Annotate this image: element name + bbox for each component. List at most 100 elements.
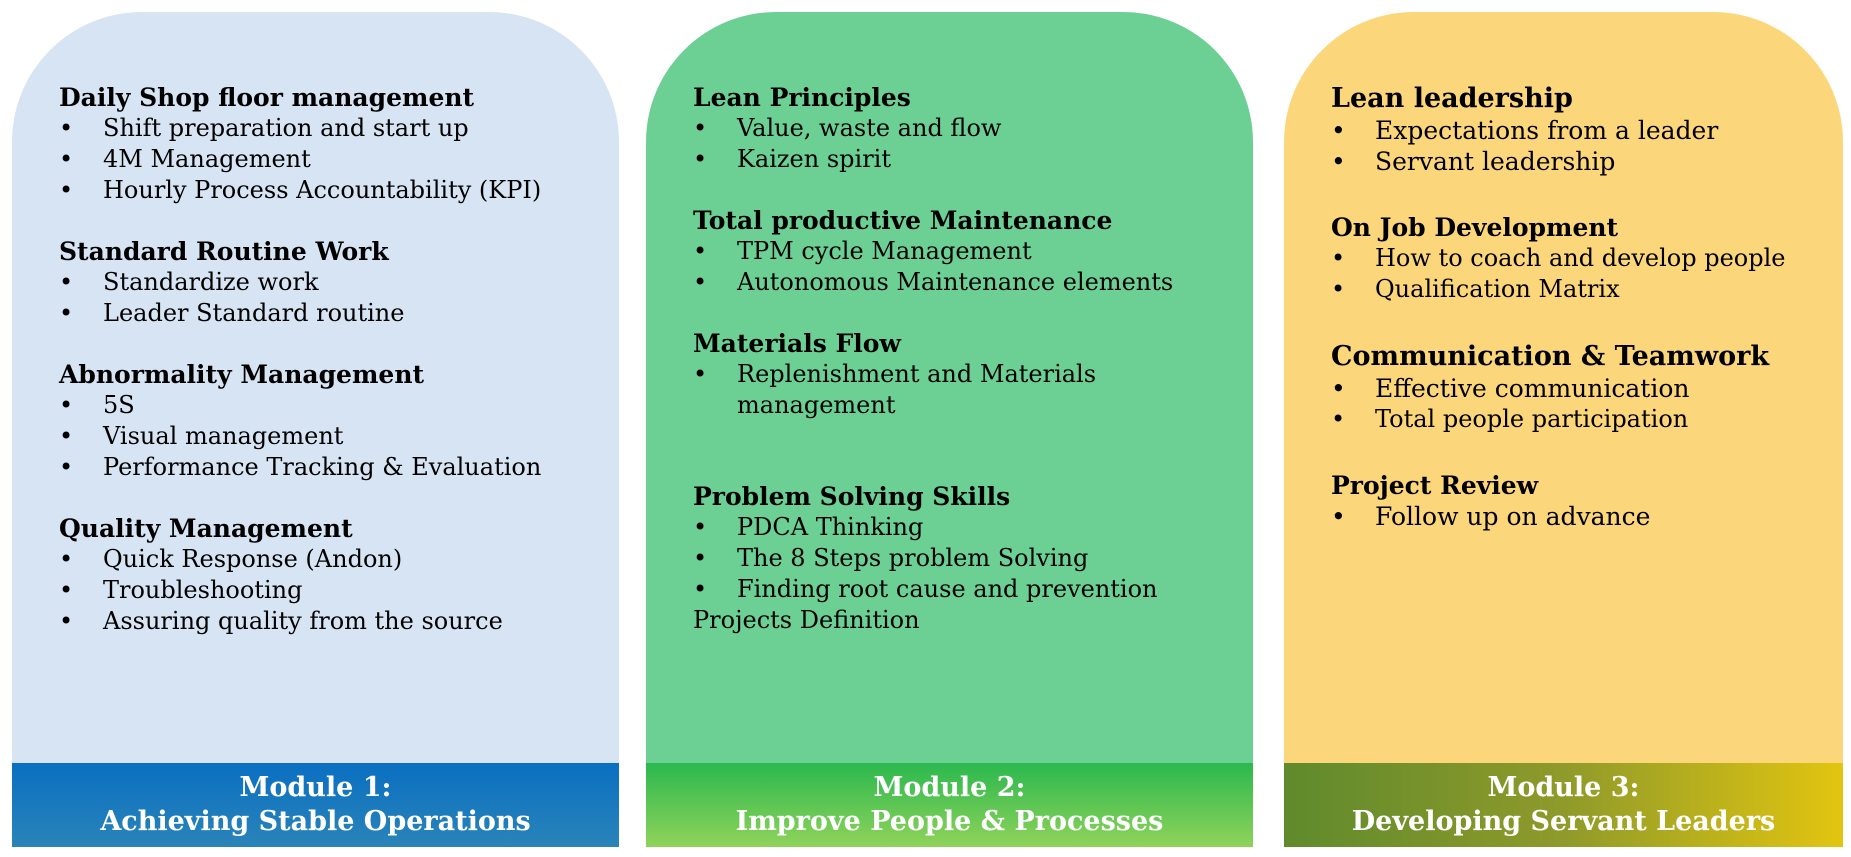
bullet-icon: • bbox=[59, 114, 74, 142]
section-title: On Job Development bbox=[1331, 213, 1619, 242]
module-2-title: Improve People & Processes bbox=[735, 806, 1164, 837]
list-item-text: Servant leadership bbox=[1375, 147, 1616, 176]
bullet-icon: • bbox=[1331, 116, 1346, 145]
bullet-list: •How to coach and develop people •Qualif… bbox=[1331, 243, 1833, 305]
module-1-number: Module 1: bbox=[239, 772, 392, 803]
bullet-icon: • bbox=[59, 176, 74, 204]
list-item: •Effective communication bbox=[1331, 373, 1833, 404]
list-item-text: Performance Tracking & Evaluation bbox=[103, 453, 542, 481]
list-item: • PDCA Thinking bbox=[693, 512, 1243, 543]
module-3-footer: Module 3: Developing Servant Leaders bbox=[1284, 763, 1843, 847]
module-3-content: Lean leadership •Expectations from a lea… bbox=[1331, 82, 1833, 532]
module-2-body: Lean Principles •Value, waste and flow •… bbox=[646, 12, 1253, 764]
module-3-number: Module 3: bbox=[1487, 772, 1640, 803]
list-item-text: 5S bbox=[103, 391, 135, 419]
section-quality-management: Quality Management •Quick Response (Ando… bbox=[59, 513, 609, 637]
list-item-text: Replenishment and Materials management bbox=[737, 360, 1097, 419]
list-item-text: Expectations from a leader bbox=[1375, 116, 1719, 145]
bullet-icon: • bbox=[1331, 147, 1346, 176]
list-item: •Finding root cause and prevention bbox=[693, 574, 1243, 605]
list-item-text: Assuring quality from the source bbox=[103, 607, 503, 635]
list-item: • Leader Standard routine bbox=[59, 298, 609, 329]
bullet-list: • PDCA Thinking • The 8 Steps problem Solv… bbox=[693, 512, 1243, 605]
list-item-text: PDCA Thinking bbox=[737, 513, 924, 541]
bullet-list: •Follow up on advance bbox=[1331, 501, 1833, 532]
list-item-text: Shift preparation and start up bbox=[103, 114, 469, 142]
list-item: • Servant leadership bbox=[1331, 146, 1833, 177]
bullet-list: • Expectations from a leader • Servant lea… bbox=[1331, 115, 1833, 177]
list-item: •Value, waste and flow bbox=[693, 113, 1243, 144]
module-2-footer: Module 2: Improve People & Processes bbox=[646, 763, 1253, 847]
list-item-text: Leader Standard routine bbox=[103, 299, 405, 327]
bullet-icon: • bbox=[59, 422, 74, 450]
list-item: •How to coach and develop people bbox=[1331, 243, 1833, 274]
list-item-text: TPM cycle Management bbox=[737, 237, 1032, 265]
module-1-content: Daily Shop floor management • Shift prepa… bbox=[59, 82, 609, 637]
bullet-icon: • bbox=[59, 545, 74, 573]
bullet-icon: • bbox=[693, 268, 708, 296]
list-item-text: Hourly Process Accountability (KPI) bbox=[103, 176, 542, 204]
list-item: •TPM cycle Management bbox=[693, 236, 1243, 267]
module-3-card: Lean leadership •Expectations from a lea… bbox=[1284, 12, 1843, 847]
bullet-icon: • bbox=[59, 145, 74, 173]
list-item-text: Value, waste and flow bbox=[737, 114, 1002, 142]
section-daily-shop-floor-management: Daily Shop floor management • Shift prepa… bbox=[59, 82, 609, 206]
module-1-body: Daily Shop floor management • Shift prepa… bbox=[12, 12, 619, 764]
bullet-icon: • bbox=[59, 299, 74, 327]
section-total-productive-maintenance: Total productive Maintenance •TPM cycle … bbox=[693, 205, 1243, 298]
list-item-text: Kaizen spirit bbox=[737, 145, 891, 173]
list-item-text: Autonomous Maintenance elements bbox=[737, 268, 1174, 296]
module-1-title: Achieving Stable Operations bbox=[100, 806, 531, 837]
bullet-icon: • bbox=[693, 513, 708, 541]
bullet-icon: • bbox=[59, 576, 74, 604]
module-3-body: Lean leadership •Expectations from a lea… bbox=[1284, 12, 1843, 764]
list-item: • Performance Tracking & Evaluation bbox=[59, 452, 609, 483]
list-item-text: Visual management bbox=[103, 422, 344, 450]
bullet-icon: • bbox=[693, 544, 708, 572]
section-lean-principles: Lean Principles •Value, waste and flow •… bbox=[693, 82, 1243, 175]
bullet-icon: • bbox=[693, 360, 708, 388]
list-item: • The 8 Steps problem Solving bbox=[693, 543, 1243, 574]
list-item: •Total people participation bbox=[1331, 404, 1833, 435]
list-item: • Assuring quality from the source bbox=[59, 606, 609, 637]
list-item: • Quick Response (Andon) bbox=[59, 544, 609, 575]
bullet-icon: • bbox=[59, 391, 74, 419]
list-item: • Expectations from a leader bbox=[1331, 115, 1833, 146]
bullet-icon: • bbox=[59, 607, 74, 635]
bullet-icon: • bbox=[59, 268, 74, 296]
section-title: Abnormality Management bbox=[59, 360, 425, 389]
bullet-icon: • bbox=[59, 453, 74, 481]
bullet-icon: • bbox=[693, 575, 708, 603]
section-lean-leadership: Lean leadership •Expectations from a lea… bbox=[1331, 82, 1833, 177]
section-problem-solving-skills: Problem Solving Skills • PDCA Thinking • T… bbox=[693, 481, 1243, 636]
bullet-list: •TPM cycle Management • Autonomous Mainte… bbox=[693, 236, 1243, 298]
section-standard-routine-work: Standard Routine Work •Standardize work … bbox=[59, 236, 609, 329]
section-title: Standard Routine Work bbox=[59, 237, 389, 266]
module-2-card: Lean Principles •Value, waste and flow •… bbox=[646, 12, 1253, 847]
bullet-list: • Quick Response (Andon) • Troubleshooting… bbox=[59, 544, 609, 637]
bullet-icon: • bbox=[1331, 244, 1346, 272]
bullet-list: •Value, waste and flow •Kaizen spirit bbox=[693, 113, 1243, 175]
section-communication-teamwork: Communication & Teamwork •Effective comm… bbox=[1331, 340, 1833, 435]
module-2-number: Module 2: bbox=[873, 772, 1026, 803]
section-title: Problem Solving Skills bbox=[693, 482, 1011, 511]
section-project-review: Project Review •Follow up on advance bbox=[1331, 470, 1833, 532]
bullet-icon: • bbox=[1331, 405, 1346, 433]
list-item: •Qualification Matrix bbox=[1331, 274, 1833, 305]
list-item-text: The 8 Steps problem Solving bbox=[737, 544, 1089, 572]
list-item: • Replenishment and Materials management bbox=[693, 359, 1107, 421]
bullet-list: •Effective communication •Total people p… bbox=[1331, 373, 1833, 435]
list-item-text: Quick Response (Andon) bbox=[103, 545, 403, 573]
list-item: •Follow up on advance bbox=[1331, 501, 1833, 532]
list-item: • Troubleshooting bbox=[59, 575, 609, 606]
list-item: • Standardize work bbox=[59, 267, 609, 298]
bullet-icon: • bbox=[1331, 374, 1346, 403]
module-3-title: Developing Servant Leaders bbox=[1351, 806, 1776, 837]
section-title: Daily Shop floor management bbox=[59, 83, 475, 112]
module-2-content: Lean Principles •Value, waste and flow •… bbox=[693, 82, 1243, 636]
list-item: • Visual management bbox=[59, 421, 609, 452]
list-item-text: Troubleshooting bbox=[103, 576, 303, 604]
bullet-list: • 5S • Visual management • Performance Trac… bbox=[59, 390, 609, 483]
section-title: Lean Principles bbox=[693, 83, 911, 112]
list-item-text: Standardize work bbox=[103, 268, 319, 296]
